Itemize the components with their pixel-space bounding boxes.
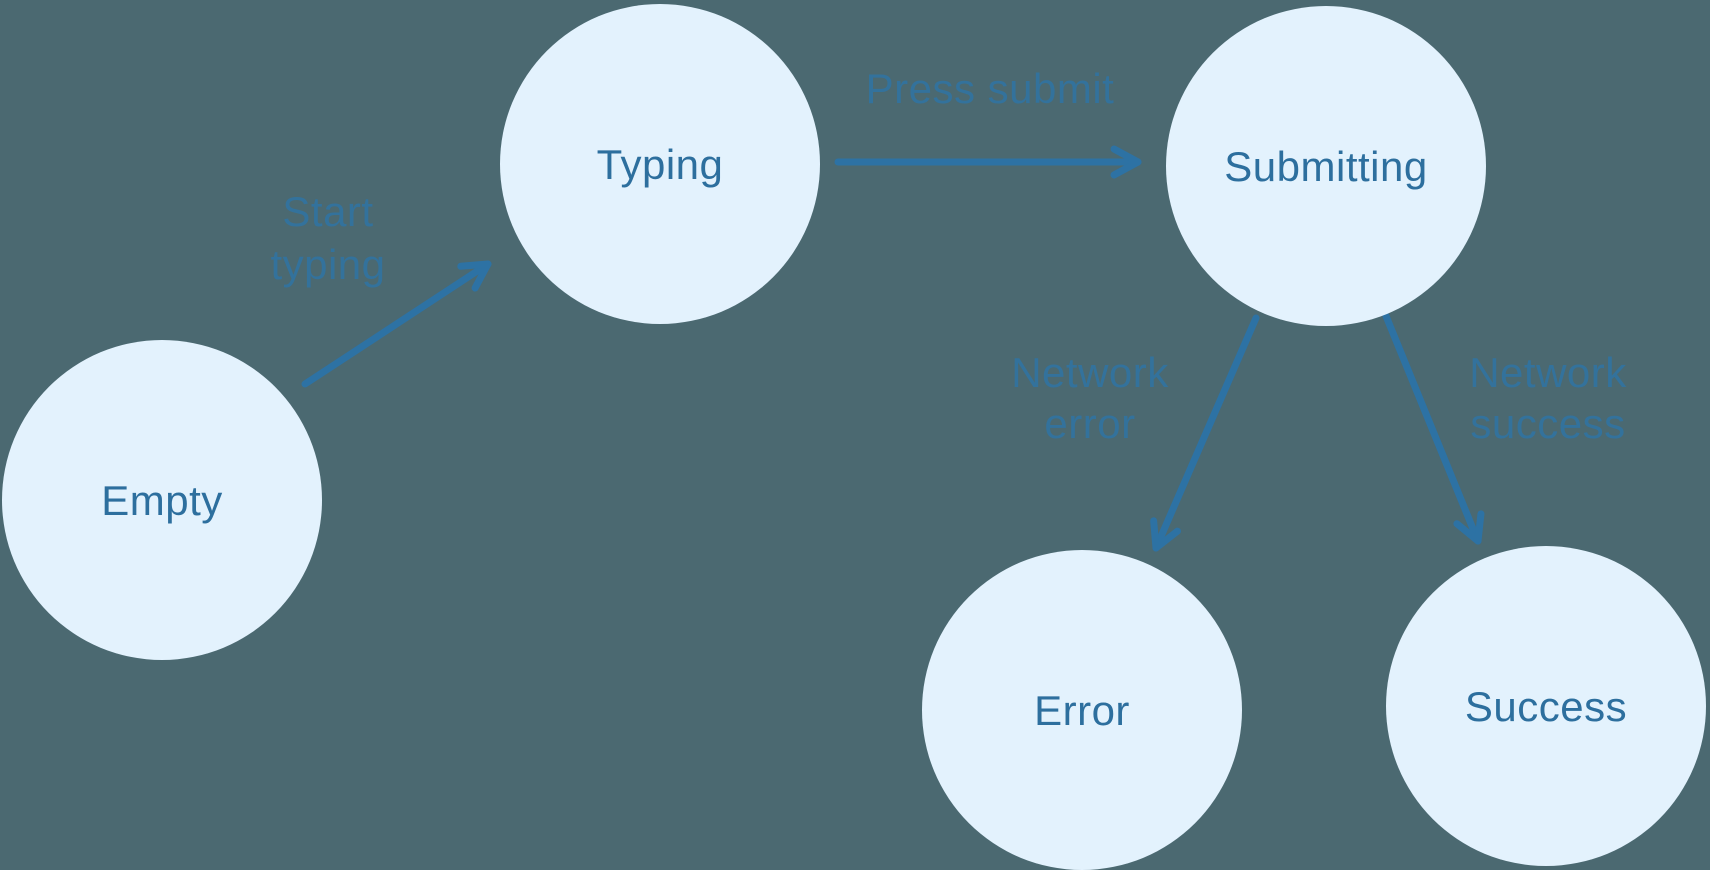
node-error: Error	[922, 550, 1242, 870]
edge-empty-to-typing-arrow	[301, 260, 492, 388]
edge-submitting-to-error-arrow	[1150, 314, 1260, 552]
node-submitting-circle	[1166, 6, 1486, 326]
node-error-label: Error	[1034, 687, 1130, 734]
edge-label-start-typing-line1: Start	[282, 188, 373, 235]
node-success-circle	[1386, 546, 1706, 866]
edge-label-network-error-line2: error	[1044, 400, 1135, 447]
node-typing-circle	[500, 4, 820, 324]
node-success: Success	[1386, 546, 1706, 866]
node-empty-label: Empty	[101, 477, 223, 524]
edge-submitting-to-success-arrow	[1382, 312, 1485, 545]
node-typing-label: Typing	[597, 141, 724, 188]
edge-label-start-typing-line2: typing	[270, 241, 385, 288]
node-submitting-label: Submitting	[1224, 143, 1427, 190]
edge-label-press-submit: Press submit	[866, 65, 1115, 112]
node-typing: Typing	[500, 4, 820, 324]
node-success-label: Success	[1465, 683, 1627, 730]
node-submitting: Submitting	[1166, 6, 1486, 326]
node-empty-circle	[2, 340, 322, 660]
edge-label-network-success-line1: Network	[1469, 349, 1627, 396]
edge-label-network-error-line1: Network	[1011, 349, 1169, 396]
node-empty: Empty	[2, 340, 322, 660]
node-error-circle	[922, 550, 1242, 870]
edge-label-network-success-line2: success	[1470, 400, 1625, 447]
